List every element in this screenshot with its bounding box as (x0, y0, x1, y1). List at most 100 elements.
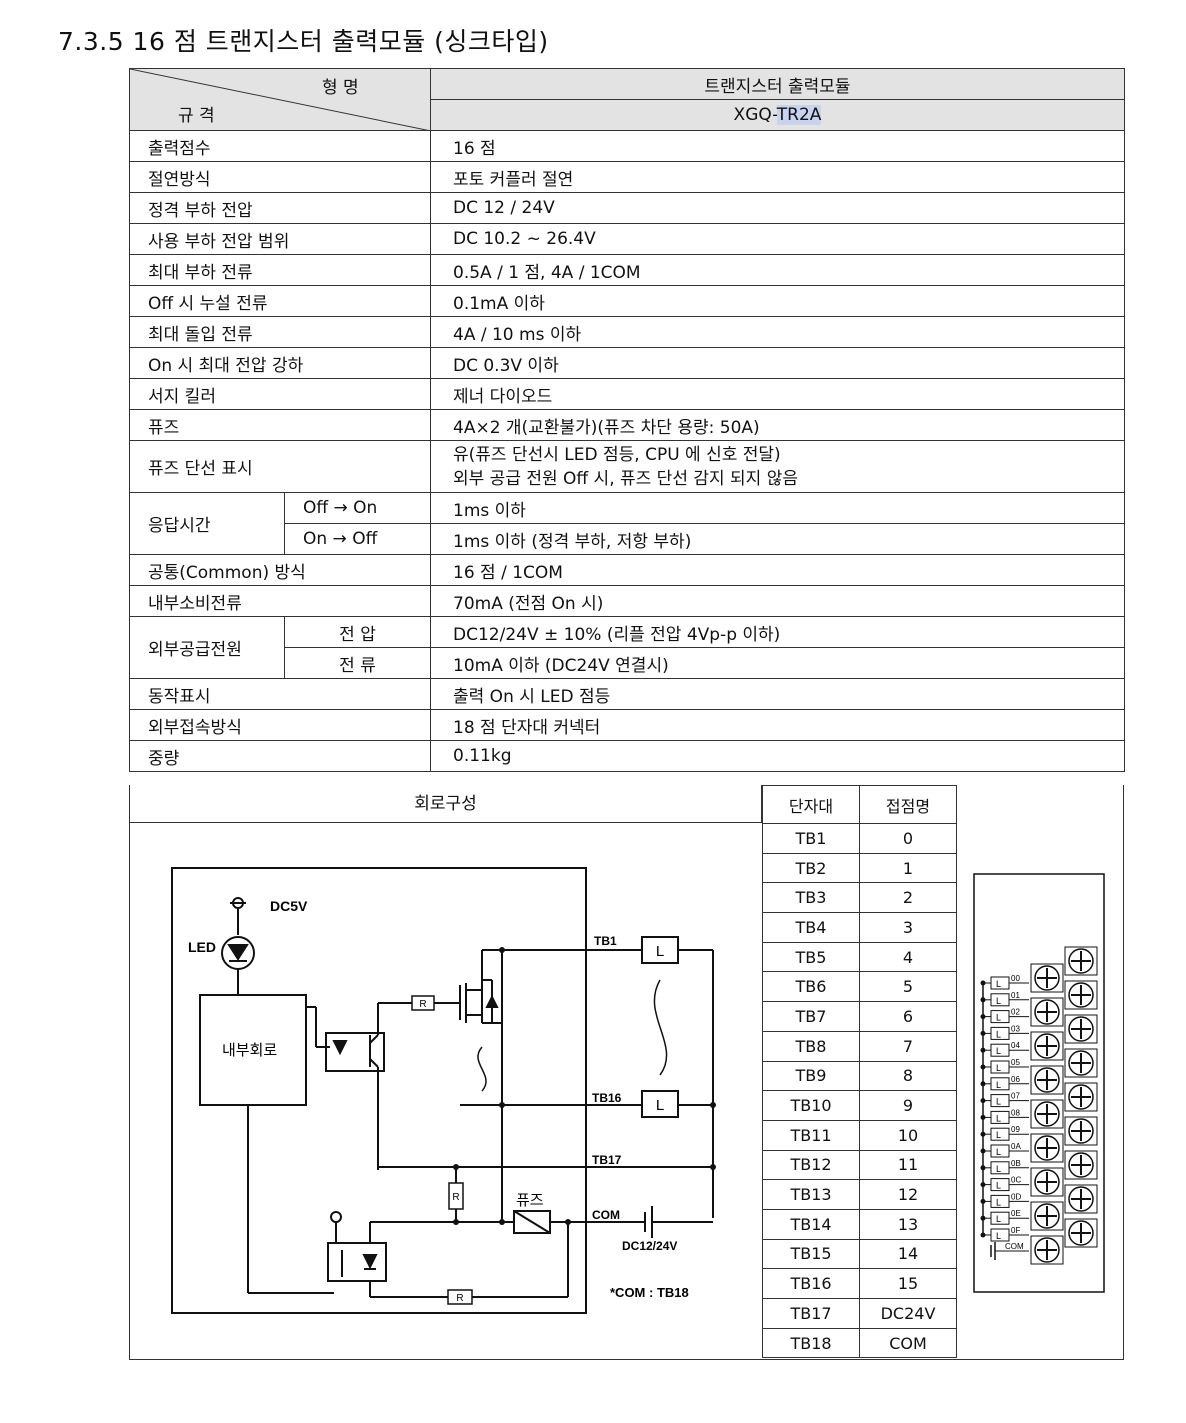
model-highlight: TR2A (776, 105, 822, 125)
spec-label: 퓨즈 (129, 409, 431, 441)
r-label: R (419, 999, 426, 1010)
screw-terminal (1034, 1169, 1060, 1195)
point-label: 06 (1011, 1075, 1020, 1084)
screw-terminal (1034, 1033, 1060, 1059)
photocoupler-top (325, 1032, 385, 1072)
screw-terminal (1068, 1084, 1094, 1110)
spec-value: 16 점 (430, 130, 1125, 162)
spec-label: 내부소비전류 (129, 585, 431, 617)
screw-terminal (1068, 1220, 1094, 1246)
junction-dot (499, 1102, 505, 1108)
point-name: 3 (859, 912, 957, 943)
screw-terminal (1064, 1048, 1098, 1078)
point-name: 7 (859, 1030, 957, 1062)
circuit-section: 회로구성 (129, 785, 1124, 1360)
point-label: 0A (1011, 1142, 1021, 1151)
spec-value: 0.1mA 이하 (430, 285, 1125, 317)
terminal-name: TB2 (762, 852, 860, 884)
screw-terminal (1030, 1167, 1064, 1197)
point-name: 6 (859, 1001, 957, 1032)
point-name: 0 (859, 823, 957, 854)
point-name: 4 (859, 941, 957, 973)
point-label: 09 (1011, 1125, 1020, 1134)
load-letter: L (996, 1231, 1001, 1241)
screw-terminal (1064, 946, 1098, 976)
spec-label: 절연방식 (129, 161, 431, 193)
screw-terminal (1030, 1201, 1064, 1231)
spec-label: 최대 돌입 전류 (129, 316, 431, 348)
screw-terminal (1030, 997, 1064, 1027)
led-label: LED (188, 939, 216, 955)
spec-value: 18 점 단자대 커넥터 (430, 709, 1125, 741)
model-cell: XGQ-TR2A (430, 99, 1125, 131)
point-name: 12 (859, 1179, 957, 1210)
point-name: 2 (859, 882, 957, 914)
module-name: 트랜지스터 출력모듈 (430, 68, 1125, 100)
screw-terminal (1034, 1101, 1060, 1127)
point-label: 00 (1011, 974, 1020, 983)
load-letter: L (996, 1063, 1001, 1073)
terminal-name: TB10 (762, 1090, 860, 1121)
screw-terminal (1068, 1186, 1094, 1212)
internal-circuit-label: 내부회로 (222, 1042, 277, 1059)
type-label: 형 명 (322, 78, 359, 98)
terminal-name: TB4 (762, 912, 860, 943)
point-name: 15 (859, 1268, 957, 1299)
screw-terminal (1064, 1218, 1098, 1248)
screw-terminal (1030, 1235, 1064, 1265)
supply-label: DC12/24V (622, 1239, 677, 1253)
tb17-label: TB17 (592, 1153, 622, 1167)
spec-value: 출력 On 시 LED 점등 (430, 678, 1125, 710)
fuse-display-line1: 유(퓨즈 단선시 LED 점등, CPU 에 신호 전달) (453, 444, 781, 465)
load-letter: L (996, 1214, 1001, 1224)
point-label: 0F (1011, 1226, 1020, 1235)
spec-label: Off 시 누설 전류 (129, 285, 431, 317)
spec-label: 정격 부하 전압 (129, 192, 431, 224)
response-label: 응답시간 (129, 492, 285, 555)
point-label: 0C (1011, 1176, 1021, 1185)
load-letter: L (996, 1013, 1001, 1023)
load-letter: L (996, 1147, 1001, 1157)
module-boundary (171, 867, 587, 1314)
spec-value: DC 12 / 24V (430, 192, 1125, 224)
terminal-name: TB3 (762, 882, 860, 914)
on-off-label: On → Off (284, 523, 431, 555)
terminal-name: TB7 (762, 1001, 860, 1032)
point-label: 08 (1011, 1108, 1020, 1117)
screw-terminal (1064, 1150, 1098, 1180)
spec-value: 0.11kg (430, 740, 1125, 772)
point-name: 13 (859, 1208, 957, 1240)
diagonal-line (130, 69, 431, 131)
load-label: L (656, 1097, 664, 1114)
dc5v-label: DC5V (270, 898, 308, 914)
photocoupler-bottom (327, 1242, 387, 1282)
fuse-display-value: 유(퓨즈 단선시 LED 점등, CPU 에 신호 전달) 외부 공급 전원 O… (430, 440, 1125, 493)
point-name: COM (859, 1327, 957, 1359)
screw-terminal (1034, 1135, 1060, 1161)
off-on-value: 1ms 이하 (430, 492, 1125, 524)
load-letter: L (996, 1181, 1001, 1191)
model-prefix: XGQ- (733, 105, 777, 125)
junction-dot (565, 1219, 571, 1225)
load-letter: L (996, 1029, 1001, 1039)
terminal-name: TB12 (762, 1149, 860, 1181)
tb16-label: TB16 (592, 1091, 622, 1105)
r-label: R (456, 1293, 463, 1304)
load-letter: L (996, 1046, 1001, 1056)
header-corner-cell: 형 명 규 격 (129, 68, 431, 131)
load-letter: L (996, 1130, 1001, 1140)
screw-terminal (1034, 1067, 1060, 1093)
terminal-name: TB5 (762, 941, 860, 973)
